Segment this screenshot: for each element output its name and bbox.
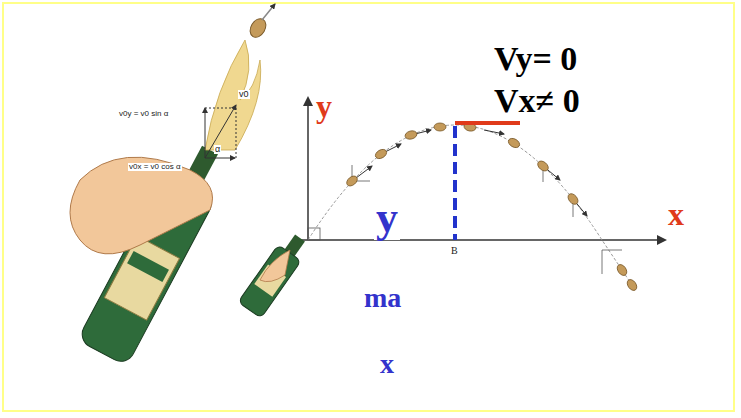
- point-label: B: [450, 246, 459, 256]
- ymax-label: ma: [364, 284, 401, 312]
- formula-label: v0y = v0 sin α: [118, 110, 169, 118]
- vector-label: v0: [238, 90, 250, 99]
- angle-label: α: [214, 145, 221, 154]
- velocity-label: Vy= 0: [494, 42, 577, 76]
- ymax-label: x: [380, 350, 394, 378]
- axis-label: y: [316, 90, 332, 122]
- formula-label: v0x = v0 cos α: [128, 163, 182, 171]
- axis-label: x: [668, 198, 684, 230]
- velocity-label: Vx≠ 0: [494, 84, 580, 118]
- ymax-label: y: [374, 196, 400, 240]
